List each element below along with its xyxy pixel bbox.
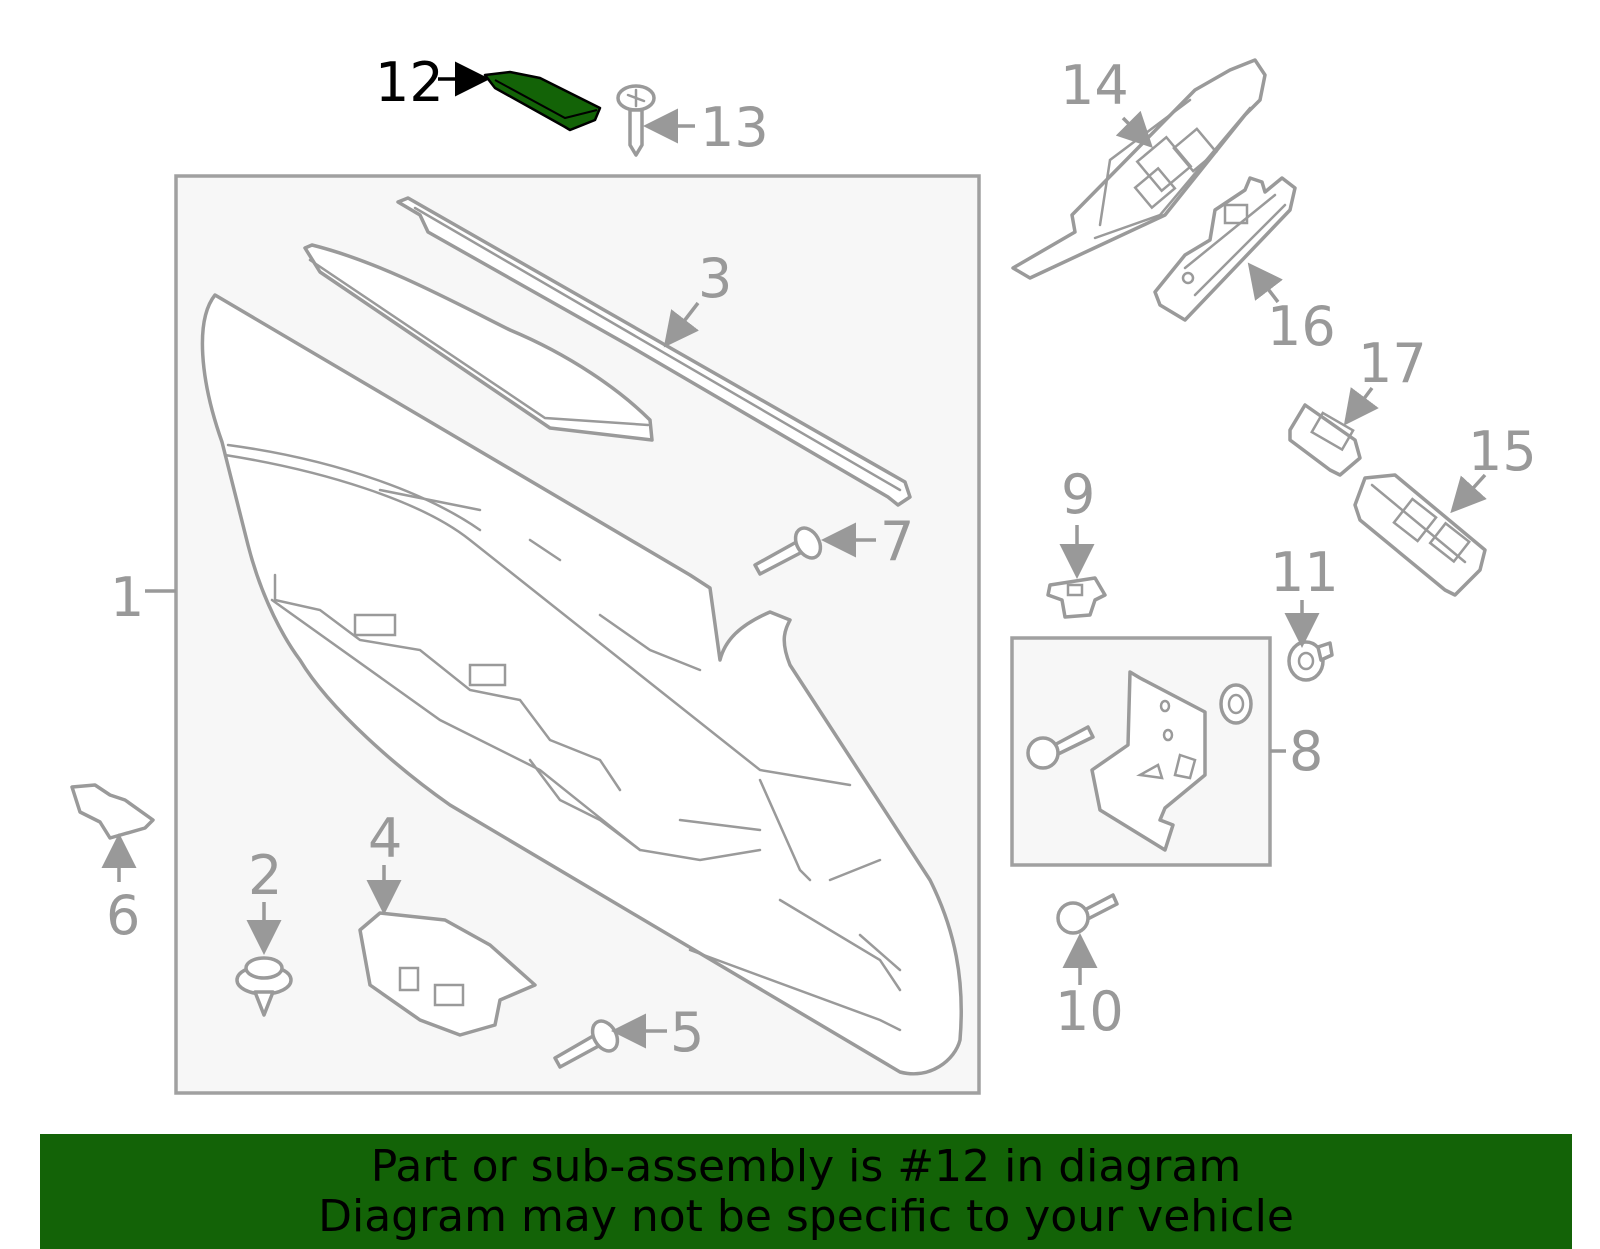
callout-17: 17 [1358, 332, 1427, 395]
part-11-grommet [1287, 640, 1334, 682]
part-15-switch [1353, 473, 1487, 597]
banner-line-1: Part or sub-assembly is #12 in diagram [370, 1141, 1242, 1192]
part-8-bracket [1026, 670, 1253, 852]
callout-14: 14 [1060, 54, 1129, 117]
part-10-screw [1056, 893, 1119, 935]
callout-4: 4 [368, 807, 402, 870]
callout-12: 12 [375, 51, 444, 114]
callout-5: 5 [670, 1001, 704, 1064]
callout-15: 15 [1468, 420, 1537, 483]
callout-10: 10 [1055, 980, 1124, 1043]
callout-7: 7 [880, 510, 914, 573]
part-6-clip [70, 783, 155, 840]
part-4-bracket [358, 911, 537, 1037]
upper-trim-pad [303, 243, 654, 442]
callout-11: 11 [1270, 541, 1339, 604]
part-9-clip [1046, 576, 1107, 619]
callout-1: 1 [110, 566, 144, 629]
callout-3: 3 [698, 247, 732, 310]
info-banner: Part or sub-assembly is #12 in diagram D… [40, 1134, 1572, 1249]
part-3-belt-molding [396, 196, 912, 507]
part-13-screw [616, 84, 656, 157]
callout-16: 16 [1267, 295, 1336, 358]
leader-lines [101, 61, 1487, 1049]
parts-diagram: 1 2 3 4 5 6 7 8 9 10 11 12 13 14 15 16 1… [70, 51, 1537, 1095]
callout-9: 9 [1061, 463, 1095, 526]
part-12-highlighted [483, 70, 602, 132]
callout-6: 6 [106, 884, 140, 947]
part-14-switch-bezel [1011, 58, 1267, 280]
banner-line-2: Diagram may not be specific to your vehi… [318, 1191, 1294, 1242]
part-1-door-trim-panel [200, 293, 963, 1076]
part-17-switch [1288, 403, 1362, 477]
part-16-switch-assembly [1153, 176, 1297, 322]
callout-8: 8 [1289, 720, 1323, 783]
callout-2: 2 [248, 844, 282, 907]
part-7-screw [753, 526, 823, 576]
part-2-clip [235, 956, 293, 1017]
callout-13: 13 [700, 96, 769, 159]
